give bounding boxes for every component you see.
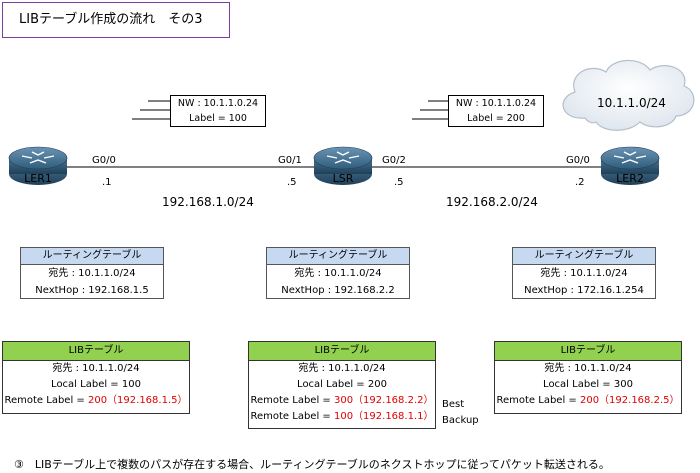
router-icon: [8, 146, 68, 185]
interface-lsr-g02: G0/2: [382, 155, 406, 166]
router-ler1-label: LER1: [24, 172, 52, 185]
lib-table-remote: Remote Label = 200（192.168.1.5）: [3, 393, 189, 409]
interface-ler2-g00: G0/0: [566, 155, 590, 166]
router-ler2-label: LER2: [616, 172, 644, 185]
remote-label-prefix: Remote Label =: [250, 395, 334, 406]
lib-table-ler1: LIBテーブル 宛先 : 10.1.1.0/24 Local Label = 1…: [2, 341, 190, 414]
cloud-icon: [562, 59, 695, 131]
interface-lsr-g01: G0/1: [278, 155, 302, 166]
routing-table-dest: 宛先 : 10.1.1.0/24: [294, 268, 382, 279]
note-leader-right: [412, 100, 448, 120]
footnote: ③ LIBテーブル上で複数のパスが存在する場合、ルーティングテーブルのネクストホ…: [14, 458, 610, 471]
routing-table-ler1: ルーティングテーブル 宛先 : 10.1.1.0/24 NextHop : 19…: [20, 247, 164, 299]
remote-label-value: 300（192.168.2.2）: [333, 395, 434, 406]
best-label: Best: [442, 399, 465, 410]
interface-lsr-g02-addr: .5: [394, 177, 404, 188]
lib-table-dest: 宛先 : 10.1.1.0/24: [52, 363, 140, 374]
backup-label: Backup: [442, 415, 479, 426]
lib-table-remote-best: Remote Label = 300（192.168.2.2）: [249, 393, 435, 409]
label-note-right-label: Label = 200: [467, 113, 525, 124]
cloud-label: 10.1.1.0/24: [597, 96, 666, 110]
lib-table-local: Local Label = 100: [51, 379, 141, 390]
interface-ler1-addr: .1: [102, 177, 112, 188]
network-right-label: 192.168.2.0/24: [446, 195, 538, 209]
remote-label-value: 100（192.168.1.1）: [333, 411, 434, 422]
lib-table-local: Local Label = 300: [543, 379, 633, 390]
routing-table-header: ルーティングテーブル: [21, 248, 163, 265]
interface-lsr-g01-addr: .5: [287, 177, 297, 188]
remote-label-value: 200（192.168.1.5）: [87, 395, 188, 406]
routing-table-header: ルーティングテーブル: [513, 248, 655, 265]
network-left-label: 192.168.1.0/24: [162, 195, 254, 209]
page-title: LIBテーブル作成の流れ その3: [2, 2, 230, 38]
lib-table-header: LIBテーブル: [249, 342, 435, 361]
routing-table-dest: 宛先 : 10.1.1.0/24: [540, 268, 628, 279]
lib-table-lsr: LIBテーブル 宛先 : 10.1.1.0/24 Local Label = 2…: [248, 341, 436, 429]
lib-table-remote-backup: Remote Label = 100（192.168.1.1）: [249, 409, 435, 425]
routing-table-nexthop: NextHop : 192.168.1.5: [35, 285, 149, 296]
lib-table-header: LIBテーブル: [3, 342, 189, 361]
lib-table-remote: Remote Label = 200（192.168.2.5）: [495, 393, 681, 409]
lib-table-dest: 宛先 : 10.1.1.0/24: [298, 363, 386, 374]
routing-table-ler2: ルーティングテーブル 宛先 : 10.1.1.0/24 NextHop : 17…: [512, 247, 656, 299]
router-icon: [313, 146, 373, 185]
lib-table-header: LIBテーブル: [495, 342, 681, 361]
remote-label-prefix: Remote Label =: [250, 411, 334, 422]
routing-table-lsr: ルーティングテーブル 宛先 : 10.1.1.0/24 NextHop : 19…: [266, 247, 410, 299]
note-leader-left: [132, 100, 170, 120]
router-lsr-label: LSR: [332, 172, 354, 185]
remote-label-prefix: Remote Label =: [496, 395, 580, 406]
label-note-left-label: Label = 100: [189, 113, 247, 124]
lib-table-ler2: LIBテーブル 宛先 : 10.1.1.0/24 Local Label = 3…: [494, 341, 682, 414]
label-note-left: NW : 10.1.1.0.24 Label = 100: [170, 95, 266, 127]
router-icon: [600, 146, 660, 185]
routing-table-header: ルーティングテーブル: [267, 248, 409, 265]
routing-table-nexthop: NextHop : 172.16.1.254: [524, 285, 644, 296]
lib-table-dest: 宛先 : 10.1.1.0/24: [544, 363, 632, 374]
interface-ler2-addr: .2: [575, 177, 585, 188]
label-note-right: NW : 10.1.1.0.24 Label = 200: [448, 95, 544, 127]
label-note-left-nw: NW : 10.1.1.0.24: [177, 98, 259, 109]
lib-table-local: Local Label = 200: [297, 379, 387, 390]
interface-ler1-g00: G0/0: [92, 155, 116, 166]
routing-table-dest: 宛先 : 10.1.1.0/24: [48, 268, 136, 279]
label-note-right-nw: NW : 10.1.1.0.24: [455, 98, 537, 109]
routing-table-nexthop: NextHop : 192.168.2.2: [281, 285, 395, 296]
remote-label-prefix: Remote Label =: [4, 395, 88, 406]
remote-label-value: 200（192.168.2.5）: [579, 395, 680, 406]
